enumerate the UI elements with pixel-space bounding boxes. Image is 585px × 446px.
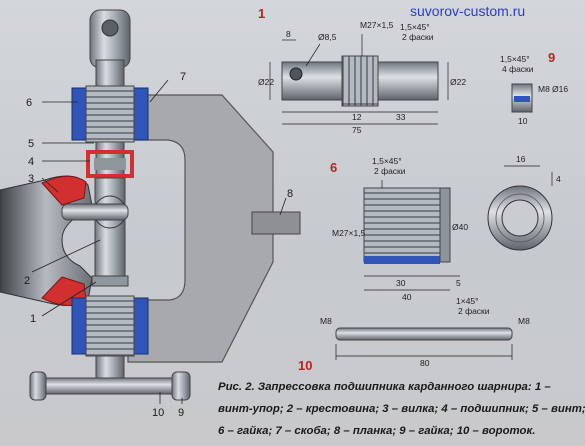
part-6-chamfer-b: 2 фаски xyxy=(374,166,406,176)
part-10-thread-left: M8 xyxy=(320,316,332,326)
part-6-dia: Ø40 xyxy=(452,222,468,232)
part-5-dim-lines xyxy=(504,165,553,186)
part-9-chamfer-b: 4 фаски xyxy=(502,64,534,74)
site-watermark: suvorov-custom.ru xyxy=(410,3,525,19)
part-9-drawing xyxy=(511,83,533,113)
part-6-dim-lines xyxy=(364,180,460,291)
part-6-dim-30: 30 xyxy=(396,278,406,288)
label-4: 4 xyxy=(28,156,34,168)
caption-line-1: Рис. 2. Запрессовка подшипника карданног… xyxy=(218,381,551,393)
callout-part-9: 9 xyxy=(548,50,555,65)
part-1-hole-dia: Ø8,5 xyxy=(318,32,337,42)
label-7: 7 xyxy=(180,71,186,83)
label-5: 5 xyxy=(28,138,34,150)
screw-top-head xyxy=(89,9,131,69)
caption-line-3: 6 – гайка; 7 – скоба; 8 – планка; 9 – га… xyxy=(218,425,535,437)
label-10: 10 xyxy=(152,407,164,419)
part-5-dim-4: 4 xyxy=(556,174,561,184)
label-6: 6 xyxy=(26,97,32,109)
part-6-thread: M27×1,5 xyxy=(332,228,366,238)
part-6-dim-40: 40 xyxy=(402,292,412,302)
nut-9 xyxy=(171,371,191,401)
caption-line-2: винт-упор; 2 – крестовина; 3 – вилка; 4 … xyxy=(218,403,585,415)
part-1-drawing xyxy=(281,55,439,107)
bracket-7 xyxy=(127,94,274,363)
part-10-dim-lines xyxy=(335,344,513,360)
part-9-chamfer-a: 1,5×45° xyxy=(500,54,530,64)
part-9-thread: M8 xyxy=(538,84,550,94)
part-1-thread: M27×1,5 xyxy=(360,20,394,30)
callout-part-1: 1 xyxy=(258,6,265,21)
cross-2-arm xyxy=(61,203,129,221)
part-6-drawing xyxy=(363,187,451,264)
callout-part-6: 6 xyxy=(330,160,337,175)
part-10-chamfer-a: 1×45° xyxy=(456,296,479,306)
part-1-dia-22-left: Ø22 xyxy=(258,77,274,87)
screw-1-collar xyxy=(91,275,129,287)
part-1-dim-lines xyxy=(269,34,449,125)
part-1-dim-12: 12 xyxy=(352,112,362,122)
handle-10-end-left xyxy=(29,371,47,401)
bearing-4-body xyxy=(94,158,126,170)
nut-6-thread xyxy=(85,85,135,143)
part-1-dim-75: 75 xyxy=(352,125,362,135)
nut-6-lower-thread xyxy=(85,295,135,357)
part-6-dim-5: 5 xyxy=(456,278,461,288)
part-10-dim-80: 80 xyxy=(420,358,430,368)
leader-lines xyxy=(31,79,287,404)
callout-part-10: 10 xyxy=(298,358,312,373)
part-1-chamfer-b: 2 фаски xyxy=(402,32,434,42)
plate-8 xyxy=(251,211,301,235)
label-9: 9 xyxy=(178,407,184,419)
part-5-ring xyxy=(487,185,553,251)
bearing-4 xyxy=(86,150,134,178)
part-10-chamfer-b: 2 фаски xyxy=(458,306,490,316)
part-10-rod xyxy=(335,327,513,341)
label-3: 3 xyxy=(28,173,34,185)
part-9-dia: Ø16 xyxy=(552,84,568,94)
part-1-dim-8: 8 xyxy=(286,29,291,39)
yoke-red-upper xyxy=(41,175,87,206)
label-2: 2 xyxy=(24,275,30,287)
part-1-chamfer-a: 1,5×45° xyxy=(400,22,430,32)
part-5-dim-16: 16 xyxy=(516,154,526,164)
part-10-thread-right: M8 xyxy=(518,316,530,326)
part-6-chamfer-a: 1,5×45° xyxy=(372,156,402,166)
label-1: 1 xyxy=(30,313,36,325)
part-9-dim-10: 10 xyxy=(518,116,528,126)
label-8: 8 xyxy=(287,188,293,200)
part-1-dim-33: 33 xyxy=(396,112,406,122)
screw-top-hole xyxy=(101,19,119,37)
handle-10 xyxy=(31,377,191,395)
part-1-dia-22-right: Ø22 xyxy=(450,77,466,87)
